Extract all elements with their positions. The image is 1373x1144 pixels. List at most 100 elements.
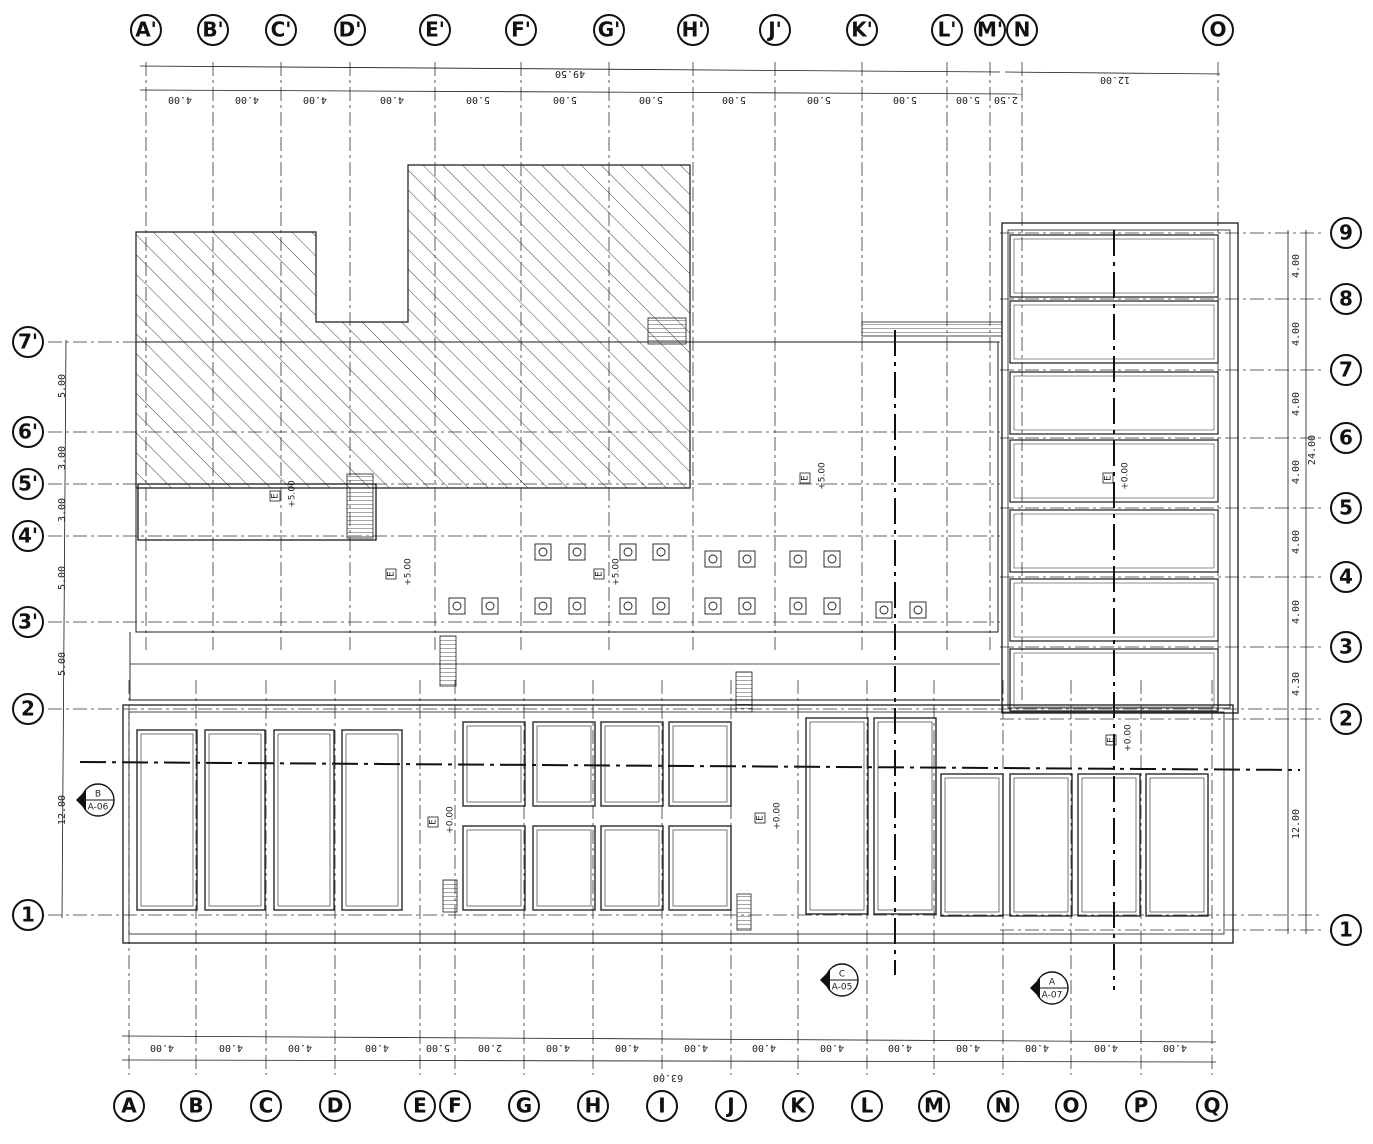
grid-bubble-circle — [1006, 14, 1038, 46]
column-marker — [652, 597, 670, 615]
grid-bubble-circle — [1330, 703, 1362, 735]
elevation-value: +0.00 — [1121, 462, 1131, 490]
dimension-text: 4.00 — [1094, 1042, 1118, 1053]
grid-bubble-label: 3 — [1339, 635, 1353, 659]
grid-bubble-right: 6 — [1330, 422, 1362, 454]
dimension-text: 4.00 — [1025, 1042, 1049, 1053]
room-rectangle-inner — [1013, 652, 1215, 708]
grid-bubble-circle — [1330, 283, 1362, 315]
column-marker — [738, 550, 756, 568]
dimension-text: 4.00 — [615, 1042, 639, 1053]
grid-bubble-bottom: F — [439, 1090, 471, 1122]
grid-bubble-top: G' — [593, 14, 625, 46]
grid-bubble-left: 2 — [12, 693, 44, 725]
section-mark-letter: C — [839, 970, 845, 980]
grid-bubble-circle — [918, 1090, 950, 1122]
column-marker — [742, 554, 752, 564]
grid-bubble-top: B' — [197, 14, 229, 46]
column-marker — [875, 601, 893, 619]
column-marker — [568, 543, 586, 561]
deck-edge — [129, 632, 1000, 701]
grid-bubble-label: 3' — [18, 610, 38, 634]
grid-bubble-circle — [987, 1090, 1019, 1122]
grid-bubble-circle — [1055, 1090, 1087, 1122]
section-mark-arrow — [820, 970, 830, 990]
dimension-line — [139, 89, 1023, 95]
column-marker — [481, 597, 499, 615]
dimension-text: 4.00 — [752, 1042, 776, 1053]
existing-building-hatch — [135, 164, 691, 489]
grid-bubble-label: 9 — [1339, 221, 1353, 245]
grid-bubble-bottom: I — [646, 1090, 678, 1122]
elevation-value: +0.00 — [773, 802, 783, 830]
grid-bubble-left: 7' — [12, 326, 44, 358]
dimension-text: 49.50 — [555, 68, 585, 79]
grid-bubble-bottom: C — [250, 1090, 282, 1122]
grid-bubble-label: 4' — [18, 524, 38, 548]
grid-bubble-bottom: A — [113, 1090, 145, 1122]
grid-bubble-top: K' — [846, 14, 878, 46]
dimension-text: 2.00 — [478, 1042, 502, 1053]
section-mark-sheet: A-07 — [1042, 991, 1063, 1001]
grid-bubble-label: F — [448, 1094, 462, 1118]
room-rectangle — [462, 825, 526, 911]
dimension-text: 4.00 — [956, 1042, 980, 1053]
grid-bubble-label: N — [995, 1094, 1012, 1118]
dimension-text: 2.50 — [994, 94, 1018, 105]
grid-bubble-top: J' — [759, 14, 791, 46]
grid-bubble-bottom: H — [577, 1090, 609, 1122]
grid-bubble-circle — [846, 14, 878, 46]
elevation-marker — [799, 472, 811, 484]
grid-bubble-right: 5 — [1330, 492, 1362, 524]
grid-bubble-circle — [130, 14, 162, 46]
grid-bubble-circle — [12, 520, 44, 552]
column-marker — [704, 597, 722, 615]
lower-building-inner — [128, 711, 1225, 935]
dimension-text: 4.00 — [684, 1042, 708, 1053]
section-mark-sheet: A-06 — [88, 803, 109, 813]
room-rectangle-inner — [672, 829, 728, 907]
column-marker — [623, 601, 633, 611]
stair — [442, 879, 458, 913]
dimension-line — [121, 1059, 1217, 1063]
grid-bubble-label: E' — [425, 18, 445, 42]
stair — [439, 635, 457, 687]
dimension-text: 5.00 — [57, 652, 68, 676]
elevation-marker — [1102, 472, 1114, 484]
grid-bubble-circle — [646, 1090, 678, 1122]
column-marker — [568, 597, 586, 615]
dimension-text: 4.00 — [546, 1042, 570, 1053]
column-marker — [572, 547, 582, 557]
dimension-text: 4.00 — [235, 94, 259, 105]
elevation-value: +0.00 — [1124, 724, 1134, 752]
grid-bubble-left: 4' — [12, 520, 44, 552]
grid-bubble-top: F' — [505, 14, 537, 46]
grid-bubble-label: O — [1209, 18, 1226, 42]
grid-bubble-left: 6' — [12, 416, 44, 448]
grid-bubble-top: N — [1006, 14, 1038, 46]
grid-bubble-label: F' — [511, 18, 531, 42]
column-marker — [485, 601, 495, 611]
room-rectangle-inner — [1013, 304, 1215, 360]
room-rectangle-inner — [604, 829, 660, 907]
dimension-text: 12.00 — [57, 795, 68, 825]
column-marker — [652, 543, 670, 561]
column-marker — [656, 547, 666, 557]
dimension-text: 12.00 — [1100, 74, 1130, 85]
grid-bubble-label: 2 — [1339, 707, 1353, 731]
room-rectangle — [273, 729, 335, 911]
grid-bubble-label: A — [121, 1094, 137, 1118]
grid-bubble-label: C — [259, 1094, 274, 1118]
room-rectangle-inner — [672, 725, 728, 803]
dimension-text: 4.00 — [288, 1042, 312, 1053]
grid-bubble-circle — [12, 326, 44, 358]
room-rectangle — [1009, 371, 1219, 435]
elevation-value: +5.00 — [288, 480, 298, 508]
small-room-outline — [137, 483, 377, 541]
section-mark-letter: A — [1049, 978, 1056, 988]
grid-bubble-circle — [782, 1090, 814, 1122]
section-mark: CA-05 — [820, 963, 859, 997]
grid-bubble-circle — [974, 14, 1006, 46]
room-rectangle-inner — [1013, 513, 1215, 569]
